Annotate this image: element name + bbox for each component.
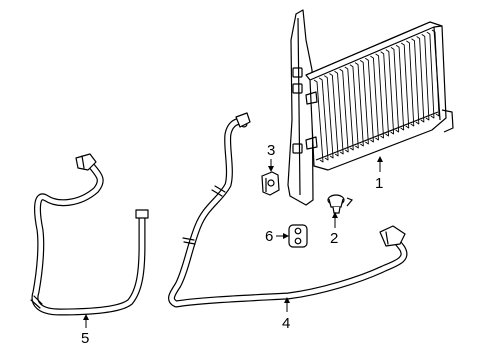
callout-label-4: 4 bbox=[282, 315, 290, 332]
cooler-fin bbox=[406, 40, 415, 127]
callout-label-2: 2 bbox=[330, 230, 338, 247]
cooler-fin bbox=[329, 73, 339, 157]
cooler-fin bbox=[426, 31, 435, 119]
line-clip-part bbox=[288, 224, 308, 248]
cooler-fin bbox=[365, 57, 374, 143]
cooler-fin bbox=[431, 29, 440, 117]
cooler-fin bbox=[313, 79, 324, 163]
callout-4: 4 bbox=[282, 297, 290, 332]
cooler-fin bbox=[395, 44, 405, 131]
callout-6: 6 bbox=[265, 228, 289, 245]
cooler-fin bbox=[354, 62, 364, 147]
cooler-fin bbox=[344, 66, 354, 151]
cooler-fins bbox=[313, 29, 440, 163]
callout-2: 2 bbox=[330, 212, 338, 247]
cooler-fin bbox=[390, 47, 400, 133]
callout-label-5: 5 bbox=[81, 330, 89, 347]
cooler-fin bbox=[349, 64, 359, 149]
cooler-fin bbox=[324, 75, 334, 159]
callout-3: 3 bbox=[267, 142, 275, 172]
cooler-fin bbox=[370, 55, 379, 141]
hose-part bbox=[30, 153, 149, 316]
cooler-fin bbox=[416, 36, 425, 123]
cooler-fin bbox=[421, 33, 430, 121]
callout-label-6: 6 bbox=[265, 228, 273, 245]
clip-part bbox=[261, 171, 280, 196]
cooler-fin bbox=[380, 51, 390, 137]
cooler-fin bbox=[411, 38, 420, 125]
callout-label-1: 1 bbox=[375, 175, 383, 192]
callout-1: 1 bbox=[375, 156, 383, 192]
cooler-fin bbox=[400, 42, 410, 129]
bolt-part bbox=[327, 194, 353, 214]
cooler-fin bbox=[318, 77, 329, 161]
cooler-fin bbox=[339, 68, 349, 153]
cooler-fin bbox=[385, 49, 395, 135]
cooler-line-part bbox=[168, 112, 408, 308]
cooler-fin bbox=[359, 60, 369, 145]
cooler-fin bbox=[334, 70, 344, 155]
oil-cooler-part bbox=[287, 9, 454, 206]
callout-label-3: 3 bbox=[267, 142, 275, 159]
cooler-fin bbox=[375, 53, 384, 139]
callout-5: 5 bbox=[81, 314, 89, 347]
